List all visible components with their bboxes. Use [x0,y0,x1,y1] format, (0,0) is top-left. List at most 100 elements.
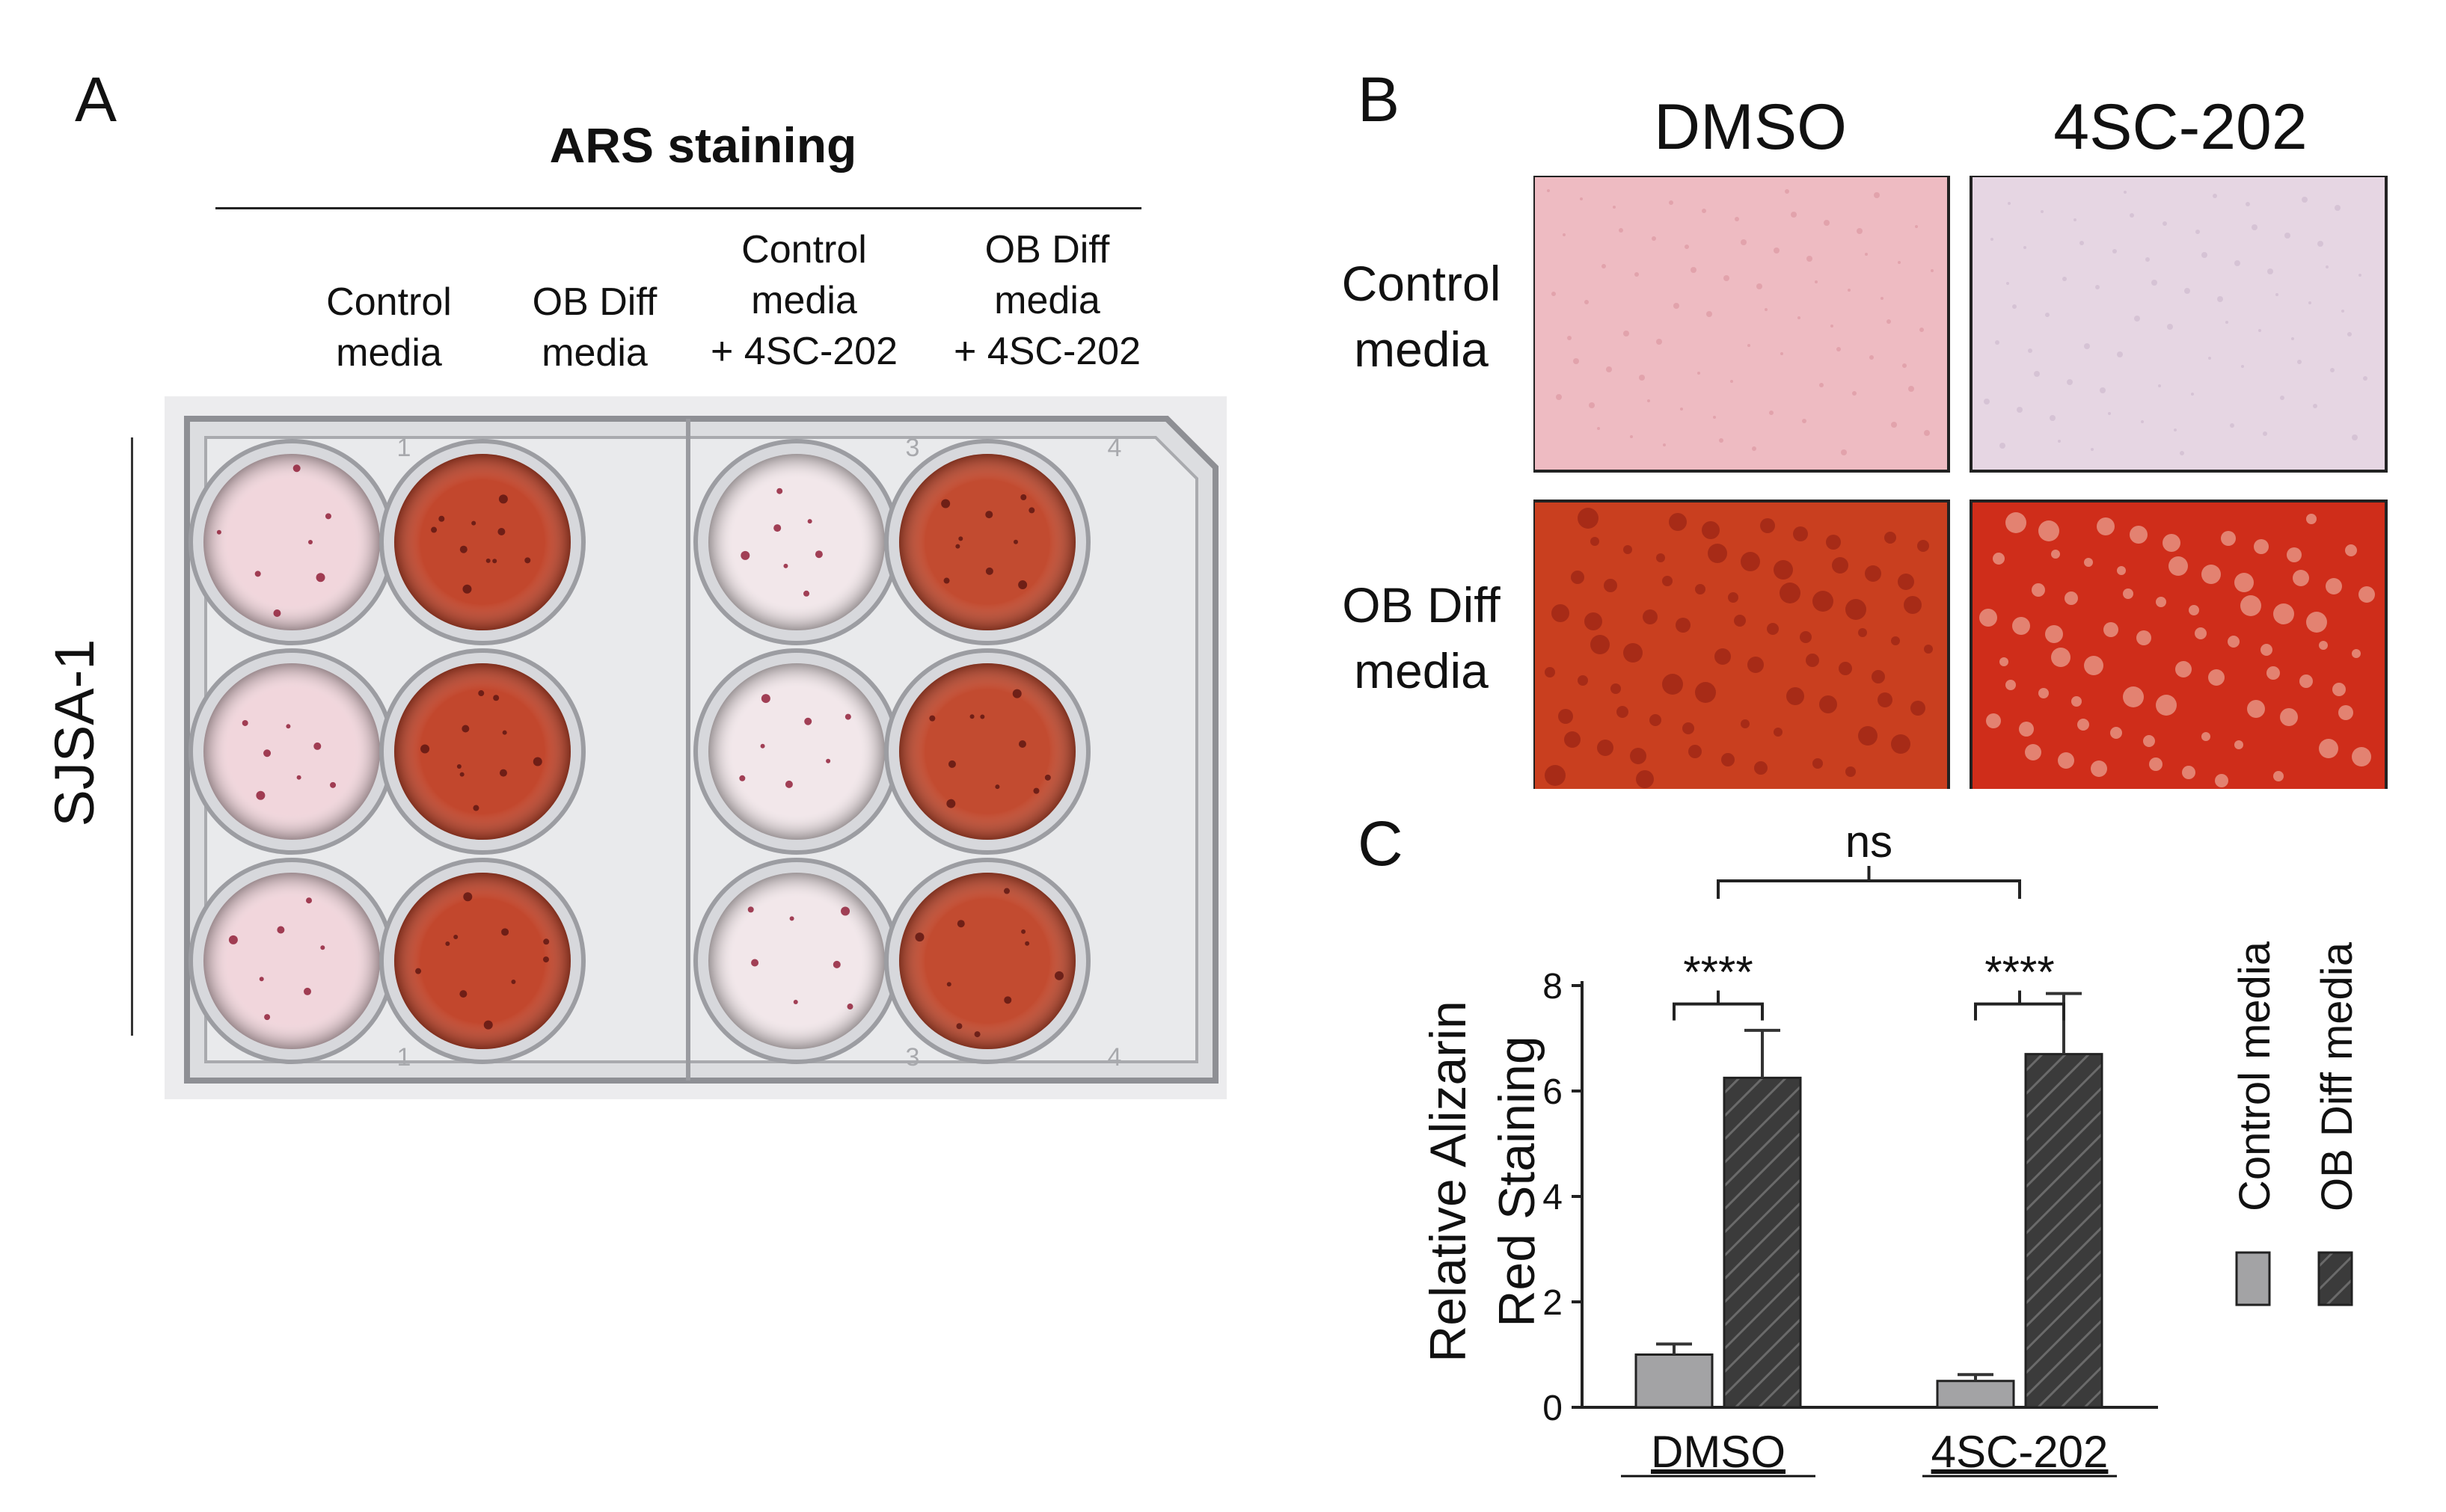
micrograph-texture [1685,245,1689,249]
column-label-line: media [336,331,442,375]
micrograph-texture [1656,339,1662,345]
micrograph-texture [1571,571,1584,584]
bar [2024,1053,2103,1409]
micrograph-texture [1806,654,1819,667]
well-speck [485,558,491,563]
micrograph-texture [2347,332,2352,336]
micrograph-texture [1691,267,1696,273]
micrograph-texture [1858,726,1878,746]
micrograph-texture [1673,303,1679,309]
micrograph-texture [1915,225,1918,228]
micrograph-texture [2252,224,2258,230]
well [188,858,395,1064]
micrograph-texture [1695,682,1716,703]
well-speck [776,488,783,494]
well-speck [915,932,925,942]
significance-stars: **** [1683,947,1753,998]
micrograph-texture [1663,443,1666,446]
well-speck [259,977,264,982]
micrograph-texture [2306,612,2327,633]
well-shade [394,663,571,840]
micrograph-texture [2313,404,2317,408]
well-speck [815,550,823,559]
micrograph-texture [2158,384,2161,387]
micrograph-texture [2201,732,2210,741]
well-speck [445,941,450,946]
micrograph-texture [2221,531,2236,546]
well-speck [783,563,788,568]
micrograph-texture [1848,289,1851,292]
micrograph-texture [2008,202,2011,205]
well-speck [330,781,337,788]
micrograph-texture [2297,360,2302,364]
micrograph-texture [1741,719,1750,728]
micrograph [1970,176,2388,473]
micrograph-texture [2332,683,2346,696]
micrograph-texture [2217,296,2223,302]
panel-b-column-dmso: DMSO [1654,91,1847,163]
well-speck [956,1023,963,1030]
well-speck [833,960,841,968]
well-speck [459,545,468,553]
x-category-label: DMSO [1651,1427,1786,1477]
well-shade [899,663,1076,840]
micrograph-texture [1652,236,1656,241]
y-tick-label: 8 [1542,967,1563,1007]
micrograph-texture [1616,706,1628,718]
micrograph-texture [1841,449,1847,455]
micrograph-texture [2091,448,2094,451]
micrograph-texture [2079,241,2084,245]
micrograph-texture [1741,552,1760,571]
well-speck [739,775,746,781]
micrograph-texture [2065,591,2078,605]
y-tick-label: 6 [1542,1072,1563,1112]
well-speck [303,987,311,995]
panel-b-row-label-1: Control media [1287,251,1556,382]
well-speck [1012,689,1022,698]
well [379,439,586,645]
micrograph-texture [2280,708,2298,726]
micrograph-texture [2028,348,2032,353]
micrograph-texture [1708,544,1727,563]
micrograph-texture [2175,661,2192,677]
micrograph-texture [1702,521,1720,539]
micrograph-texture [1891,636,1900,645]
micrograph-texture [1623,331,1629,336]
micrograph-texture [2005,512,2026,533]
micrograph-texture [2163,221,2167,226]
micrograph-texture [1545,765,1566,786]
well-speck [1020,494,1027,501]
micrograph-texture [1662,674,1683,695]
well-speck [533,757,542,766]
well-speck [847,1004,853,1010]
micrograph-texture [1573,358,1579,364]
micrograph-texture [2247,700,2265,718]
row-label-line: Control [1341,256,1501,311]
micrograph-texture [2184,288,2190,294]
micrograph-texture [2071,696,2082,707]
micrograph-texture [1606,366,1612,372]
bar [1634,1353,1714,1409]
plate-well-number: 1 [397,434,411,462]
well [379,648,586,855]
well-speck [306,897,313,904]
micrograph-texture [1812,758,1823,769]
micrograph-texture [1563,233,1566,236]
micrograph-texture [2241,365,2244,368]
micrograph-texture [1908,386,1914,392]
micrograph-texture [1791,212,1797,218]
bar [1936,1380,2015,1409]
micrograph-texture [1558,709,1573,724]
well [379,858,586,1064]
micrograph-texture [2284,233,2290,239]
micrograph-texture [1999,443,2005,449]
well-speck [463,892,473,902]
well-speck [216,529,221,535]
well-speck [955,544,960,549]
micrograph-texture [2136,630,2151,645]
micrograph-image [1970,176,2388,473]
micrograph-texture [2062,277,2067,281]
well [188,648,395,855]
well-speck [995,784,1000,790]
well-speck [493,695,500,701]
